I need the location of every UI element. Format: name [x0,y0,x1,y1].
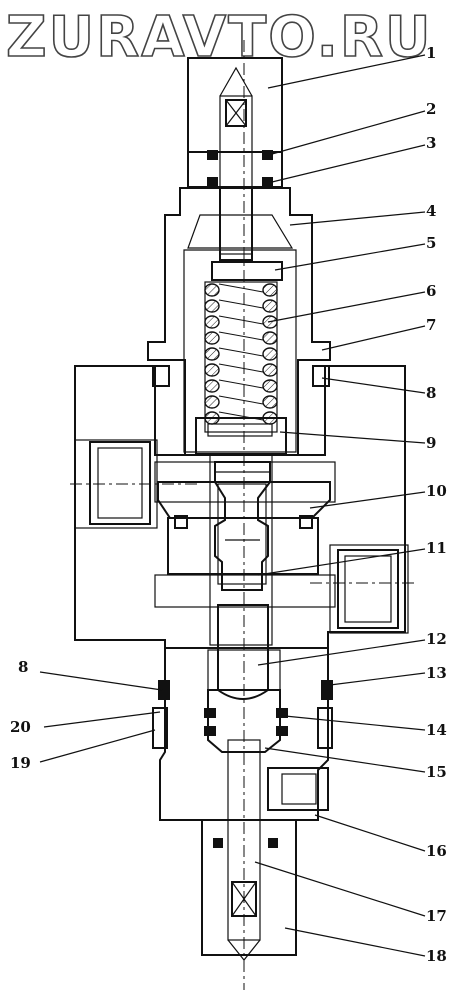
callout-10: 10 [426,482,447,500]
spring-coil-section [204,395,220,409]
spring-coil-line [218,331,264,341]
callout-5: 5 [426,234,436,252]
spring-coil-line [218,363,264,373]
watermark-text: ZURAVTO.RU [6,5,433,70]
callout-15: 15 [426,763,447,781]
spring-coil-section [262,347,278,361]
spring-coil-section [262,331,278,345]
callout-numbers: 1 2 3 4 5 6 7 8 9 10 11 12 13 14 15 16 1… [10,44,447,965]
o-ring-upper-left [152,365,170,387]
spring-coil-line [218,379,264,389]
lower-fitting [201,739,297,961]
spring-coil-line [218,283,264,293]
spring-coil-section [204,331,220,345]
callout-9: 9 [426,434,436,452]
spring-coil-section [262,379,278,393]
callout-7: 7 [426,316,436,334]
spring-coil-section [262,363,278,377]
callout-6: 6 [426,282,436,300]
spring-coil-section [204,379,220,393]
main-body [74,365,409,649]
spring-seat [211,261,283,281]
callout-2: 2 [426,100,436,118]
callout-18: 18 [426,947,447,965]
callout-12: 12 [426,630,447,648]
callout-14: 14 [426,721,447,739]
spring-coil-section [204,283,220,297]
spring-coil-line [218,395,264,405]
callout-16: 16 [426,842,447,860]
callout-11: 11 [426,539,447,557]
upper-housing [147,187,331,456]
lower-plunger [217,604,269,700]
callout-1: 1 [426,44,436,62]
spring-coil-line [218,299,264,309]
spring-coil-section [204,347,220,361]
spring-coil-section [262,395,278,409]
coil-spring [204,281,278,433]
spring-coil-section [204,315,220,329]
spring-coils [204,283,278,425]
callout-20: 20 [10,718,31,736]
callout-17: 17 [426,907,447,925]
spring-coil-line [218,347,264,357]
valve-plunger [214,461,271,591]
spring-coil-section [262,299,278,313]
o-ring-upper-right [312,365,330,387]
callout-3: 3 [426,134,436,152]
spring-coil-section [204,299,220,313]
callout-8-left: 8 [18,658,28,676]
spring-coil-section [204,363,220,377]
upper-fitting [187,57,283,255]
spring-coil-section [262,283,278,297]
leader-lines [39,54,426,957]
spring-coil-line [218,315,264,325]
callout-4: 4 [426,202,436,220]
lower-housing [152,647,333,821]
callout-13: 13 [426,664,447,682]
callout-8-right: 8 [426,384,436,402]
callout-19: 19 [10,754,31,772]
